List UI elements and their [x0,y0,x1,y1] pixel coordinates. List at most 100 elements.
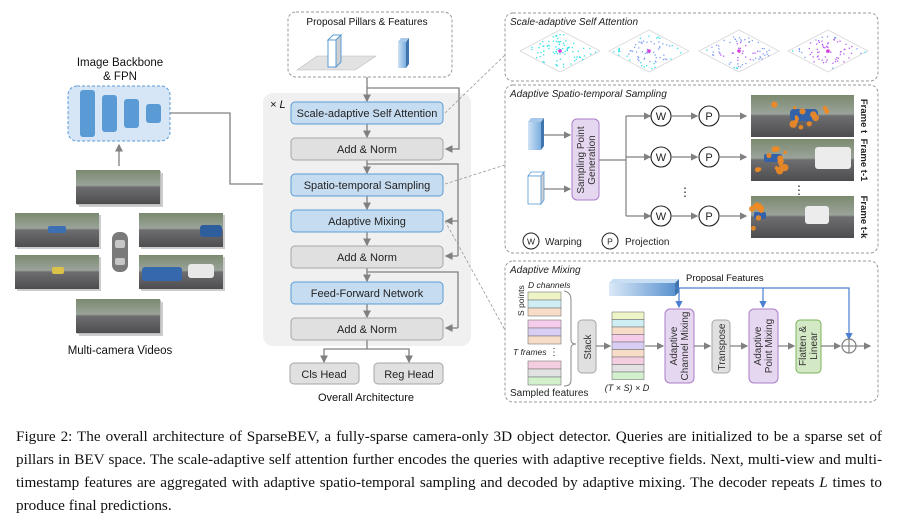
attention-map [787,29,869,73]
projection-node-label: P [705,111,712,123]
caption-text-1: The overall architecture of SparseBEV, a… [16,428,882,491]
cls-head-label: Cls Head [301,369,346,381]
projection-node-label: P [705,211,712,223]
legend-p-symbol: P [607,237,613,247]
backbone-to-sampling-arrow [170,112,288,188]
decoder-block-label: Add & Norm [337,252,397,264]
pillar-icon [326,33,343,69]
proposal-title: Proposal Pillars & Features [306,17,427,28]
feature-row [527,327,562,337]
frame-label: Frame t [858,99,869,134]
figure-caption: Figure 2: The overall architecture of Sp… [16,425,882,517]
projection-node-label: P [705,152,712,164]
proposal-to-add-arrow [675,287,853,341]
architecture-diagram: Image Backbone & FPN [15,11,879,404]
sampled-feature-stacks [527,291,562,386]
fpn-level-3 [124,99,139,128]
feature-row [527,307,562,317]
decoder-block-box [290,101,444,125]
shape-label: (T × S) × D [605,383,650,393]
residual-add-icon [841,338,857,354]
sampling-panel: Adaptive Spatio-temporal Sampling Sampli… [504,84,879,254]
generator-label-1: Sampling Point [576,126,587,193]
point-mixing-label-2: Point Mixing [764,319,775,373]
zoom-connectors [444,54,506,331]
channel-mixing-label-1: Adaptive [669,326,680,365]
point-mixing-label-1: Adaptive [753,326,764,365]
multi-camera-images: Multi-camera Videos [15,170,225,357]
mixing-panel: Adaptive Mixing D channels S points T fr… [504,260,879,403]
caption-var: L [819,474,828,491]
legend-w-symbol: W [527,237,535,247]
group-brace [563,290,577,387]
caption-text-2: times to produce final predictions. [16,474,883,514]
sampling-panel-title: Adaptive Spatio-temporal Sampling [509,89,667,100]
channel-mixing-label-2: Channel Mixing [680,312,691,381]
feature-row [527,299,562,309]
decoder-block-label: Add & Norm [337,324,397,336]
feature-row [527,376,562,386]
decoder-block-box [290,281,444,305]
matrix-row [611,371,645,380]
s-points-label: S points [516,285,526,316]
decoder-flow-arrows [320,77,460,364]
matrix-row [611,319,645,328]
frames-ellipsis: ⋮ [793,183,805,197]
fpn-level-1 [80,90,95,137]
query-pillar-icon [527,170,545,206]
backbone-label-2: & FPN [103,71,137,83]
feature-row [527,291,562,301]
camera-back-right [139,255,225,291]
proposal-features-label: Proposal Features [686,273,764,284]
frame-image [749,196,854,238]
decoder-block-label: Scale-adaptive Self Attention [297,108,438,120]
fpn-level-4 [146,104,161,123]
matrix-row [611,334,645,343]
feature-row [527,319,562,329]
rows-ellipsis: ⋮ [679,185,691,199]
backbone-label-1: Image Backbone [77,57,163,69]
frame-image [751,139,854,181]
camera-front-left [15,213,101,249]
sampled-features-label: Sampled features [510,388,588,399]
decoder-block-label: Spatio-temporal Sampling [304,180,431,192]
feature-pillar-icon [398,38,409,68]
camera-back-left [15,255,101,291]
decoder-block-box [290,209,444,233]
legend-projection-label: Projection [625,237,669,248]
attention-maps [519,29,869,73]
matrix-row [611,349,645,358]
matrix-row [611,311,645,320]
query-feature-icon [528,118,544,150]
repeat-label: × L [270,99,286,111]
stacked-matrix [611,311,645,380]
d-channels-label: D channels [528,280,571,290]
t-frames-label: T frames [513,347,547,357]
t-frames-ellipsis: ⋮ [549,347,559,358]
legend-warping-label: Warping [545,237,582,248]
overall-architecture-label: Overall Architecture [318,392,414,404]
cls-head-box [289,362,360,385]
legend-warping: W Warping [522,232,582,250]
camera-back [76,299,163,336]
flatten-label-1: Flatten & [798,326,809,366]
decoder-block-label: Feed-Forward Network [311,288,424,300]
matrix-row [611,356,645,365]
transpose-label: Transpose [717,323,728,370]
ssa-panel-title: Scale-adaptive Self Attention [510,17,638,28]
decoder-block-box [290,317,444,341]
frame-label: Frame t-k [858,196,869,239]
proposal-box: Proposal Pillars & Features [287,11,453,78]
feature-row [527,360,562,370]
backbone-group: Image Backbone & FPN [67,57,288,188]
decoder-block-label: Add & Norm [337,144,397,156]
decoder-block-box [290,137,444,161]
matrix-row [611,341,645,350]
warping-node-label: W [656,211,667,223]
camera-front [76,170,163,207]
proposal-features-icon [609,279,679,296]
camera-front-right [139,213,225,249]
